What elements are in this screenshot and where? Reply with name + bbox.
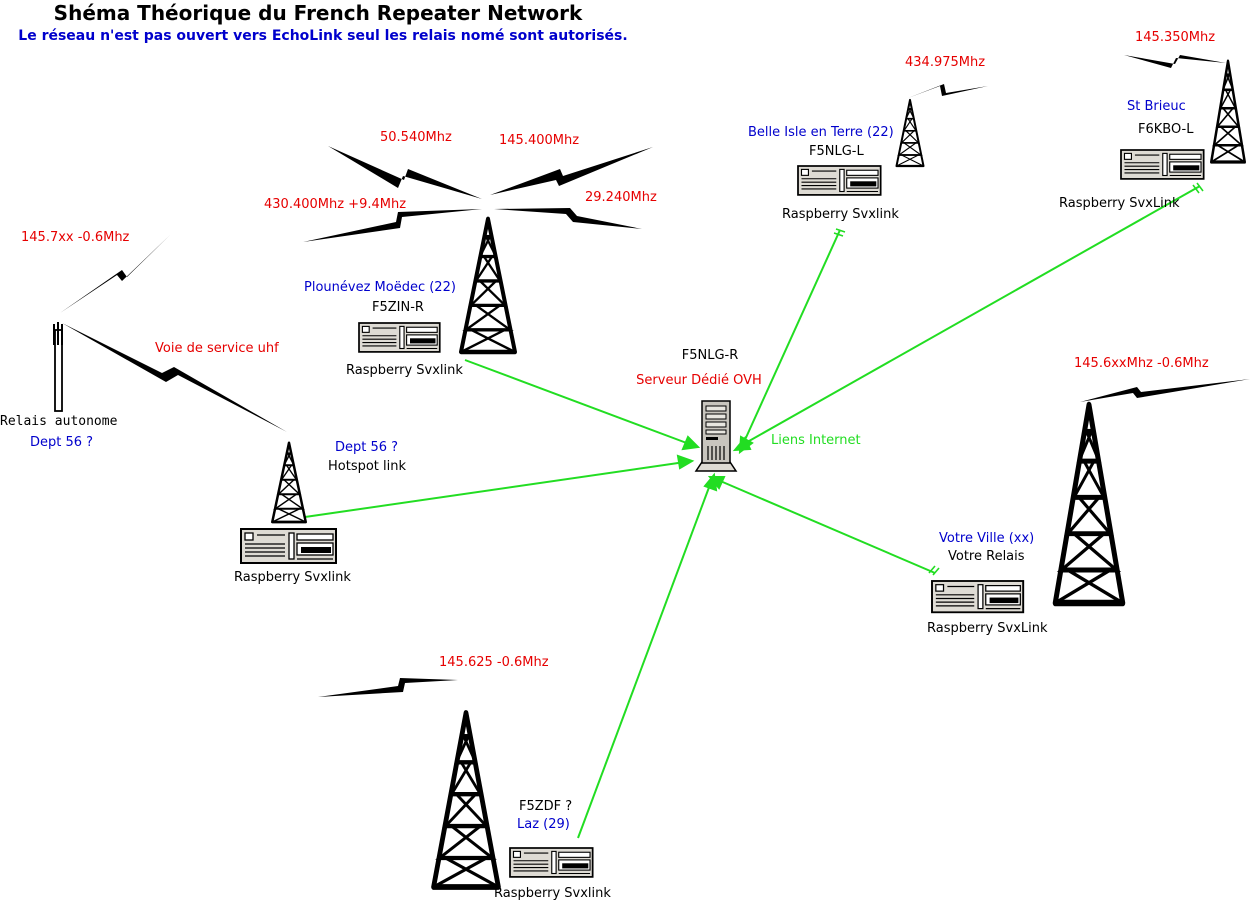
page-title: Shéma Théorique du French Repeater Netwo… <box>53 1 583 25</box>
links-label: Liens Internet <box>771 433 861 448</box>
freq-430-400: 430.400Mhz +9.4Mhz <box>264 197 407 212</box>
freq-145-6xx: 145.6xxMhz -0.6Mhz <box>1074 356 1209 371</box>
freq-145-625: 145.625 -0.6Mhz <box>439 655 549 670</box>
signal-29-240-icon <box>494 208 642 229</box>
callsign-f5zdf: F5ZDF ? <box>519 799 573 814</box>
tower-plounevez-icon <box>461 219 515 352</box>
link-st-brieuc <box>741 185 1201 446</box>
server-tower-icon <box>694 400 738 472</box>
tower-belle-isle-icon <box>895 98 925 168</box>
device-belle-isle: Raspberry Svxlink <box>782 207 899 222</box>
tower-votre-ville-icon <box>1055 405 1123 603</box>
device-votre-ville: Raspberry SvxLink <box>927 621 1048 636</box>
callsign-f6kbo: F6KBO-L <box>1138 122 1194 137</box>
service-link-label: Voie de service uhf <box>155 341 279 356</box>
radio-belle-isle-icon <box>797 165 882 196</box>
device-dept56: Raspberry Svxlink <box>234 570 351 585</box>
votre-relais-label: Votre Relais <box>948 549 1025 564</box>
location-relais-autonome: Dept 56 ? <box>30 435 94 450</box>
radio-signals <box>60 55 1250 697</box>
link-plounevez <box>464 359 693 446</box>
device-plounevez: Raspberry Svxlink <box>346 363 463 378</box>
location-plounevez: Plounévez Moëdec (22) <box>304 280 456 295</box>
hotspot-link-label: Hotspot link <box>328 459 407 474</box>
signal-434-975-icon <box>908 84 988 98</box>
radio-votre-ville-icon <box>931 580 1025 614</box>
location-votre-ville: Votre Ville (xx) <box>939 531 1035 546</box>
radio-st-brieuc-icon <box>1120 149 1205 180</box>
signal-430-400-icon <box>303 209 482 242</box>
location-st-brieuc: St Brieuc <box>1127 99 1186 114</box>
callsign-f5zin: F5ZIN-R <box>372 300 424 315</box>
freq-145-7xx: 145.7xx -0.6Mhz <box>21 230 130 245</box>
radio-plounevez-icon <box>358 322 441 353</box>
freq-50-540: 50.540Mhz <box>380 130 452 145</box>
freq-29-240: 29.240Mhz <box>585 190 657 205</box>
internet-links <box>304 182 1204 839</box>
device-laz: Raspberry Svxlink <box>494 886 611 901</box>
location-belle-isle: Belle Isle en Terre (22) <box>748 125 894 140</box>
link-belle-isle <box>743 229 841 443</box>
server-callsign: F5NLG-R <box>681 348 739 363</box>
tower-laz-icon <box>434 713 499 887</box>
antenna-relais-autonome-icon <box>53 322 63 412</box>
link-dept56 <box>304 461 686 518</box>
radio-laz-icon <box>509 847 594 878</box>
tower-dept56-icon <box>270 441 308 524</box>
server-role: Serveur Dédié OVH <box>636 373 762 388</box>
signal-145-400-icon <box>490 147 653 195</box>
callsign-f5nlg-l: F5NLG-L <box>809 144 864 159</box>
link-votre-ville <box>717 479 936 574</box>
location-dept56: Dept 56 ? <box>335 440 399 455</box>
freq-145-400: 145.400Mhz <box>499 133 580 148</box>
freq-434-975: 434.975Mhz <box>905 55 986 70</box>
radio-dept56-icon <box>240 528 337 564</box>
signal-145-350-icon <box>1124 55 1226 68</box>
freq-145-350: 145.350Mhz <box>1135 30 1216 45</box>
page-subtitle: Le réseau n'est pas ouvert vers EchoLink… <box>18 28 628 44</box>
signal-50-540-icon <box>328 146 482 199</box>
device-st-brieuc: Raspberry SvxLink <box>1059 196 1180 211</box>
signal-145-6xx-icon <box>1080 379 1250 402</box>
signal-145-7xx-icon <box>60 235 170 313</box>
relais-autonome-label: Relais autonome <box>0 414 118 429</box>
link-laz <box>577 481 712 839</box>
location-laz: Laz (29) <box>517 817 570 832</box>
signal-145-625-icon <box>318 678 458 697</box>
tower-st-brieuc-icon <box>1209 59 1247 164</box>
